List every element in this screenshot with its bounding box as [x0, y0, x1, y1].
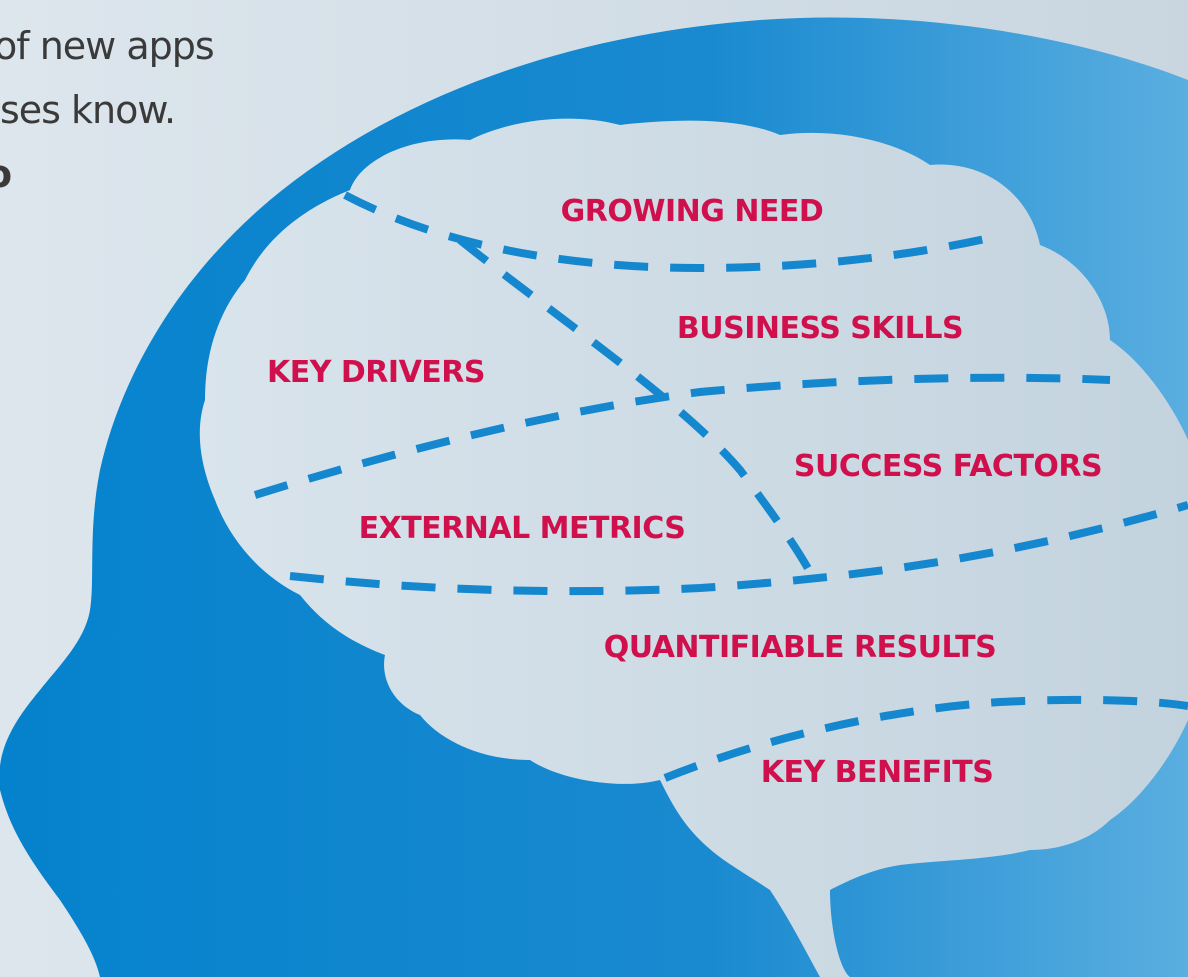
intro-text-line-2: ses know.: [0, 88, 176, 132]
intro-text-line-1: of new apps: [0, 24, 215, 68]
region-dividers: [253, 191, 1188, 782]
divider-key-drivers: [253, 373, 1111, 499]
region-label-key-drivers: KEY DRIVERS: [267, 355, 485, 390]
divider-growing-need: [343, 191, 999, 273]
region-label-key-benefits: KEY BENEFITS: [761, 755, 994, 790]
region-label-quantifiable-results: QUANTIFIABLE RESULTS: [604, 630, 996, 665]
region-label-business-skills: BUSINESS SKILLS: [677, 311, 963, 346]
divider-quantifiable: [663, 695, 1188, 782]
intro-text-line-3: o: [0, 152, 12, 196]
region-label-external-metrics: EXTERNAL METRICS: [359, 511, 686, 546]
region-label-growing-need: GROWING NEED: [561, 194, 824, 229]
brain-shape: [199, 118, 1188, 977]
region-label-success-factors: SUCCESS FACTORS: [794, 449, 1102, 484]
divider-success-factors: [289, 501, 1188, 596]
